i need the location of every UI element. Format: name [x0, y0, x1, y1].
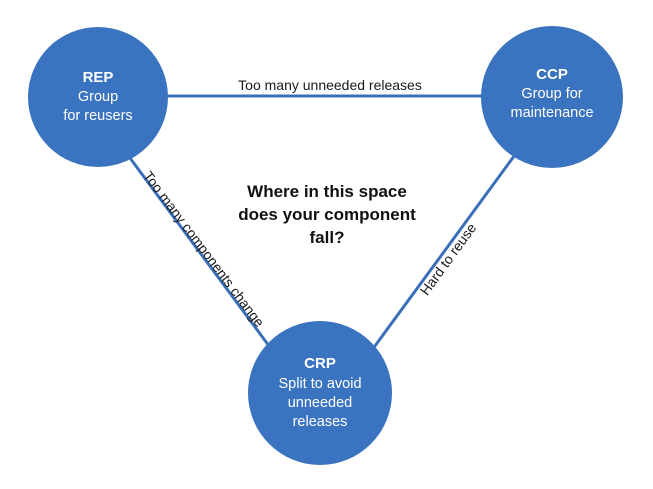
node-ccp-line-1: Group for [521, 86, 582, 102]
node-rep: REP Group for reusers [28, 27, 168, 167]
node-ccp-line-2: maintenance [510, 105, 593, 121]
node-ccp: CCP Group for maintenance [481, 26, 623, 168]
center-question: Where in this space does your component … [238, 182, 416, 247]
node-crp-line-3: releases [293, 414, 348, 430]
node-crp: CRP Split to avoid unneeded releases [248, 321, 392, 465]
edge-label-ccp-crp: Hard to reuse [417, 220, 480, 298]
edges [128, 94, 522, 351]
node-rep-line-2: for reusers [63, 108, 132, 124]
node-rep-line-1: Group [78, 89, 118, 105]
node-ccp-circle [481, 26, 623, 168]
center-question-line-2: does your component [238, 205, 416, 224]
edge-rep-crp [128, 157, 274, 351]
edge-label-rep-ccp: Too many unneeded releases [238, 77, 422, 93]
center-question-line-1: Where in this space [247, 182, 407, 201]
node-rep-circle [28, 27, 168, 167]
node-rep-title: REP [83, 69, 114, 86]
node-crp-circle [248, 321, 392, 465]
node-crp-line-1: Split to avoid [278, 376, 361, 392]
edge-ccp-crp [370, 147, 522, 351]
node-crp-title: CRP [304, 355, 336, 372]
node-ccp-title: CCP [536, 66, 568, 83]
node-crp-line-2: unneeded [288, 395, 353, 411]
center-question-line-3: fall? [310, 228, 345, 247]
